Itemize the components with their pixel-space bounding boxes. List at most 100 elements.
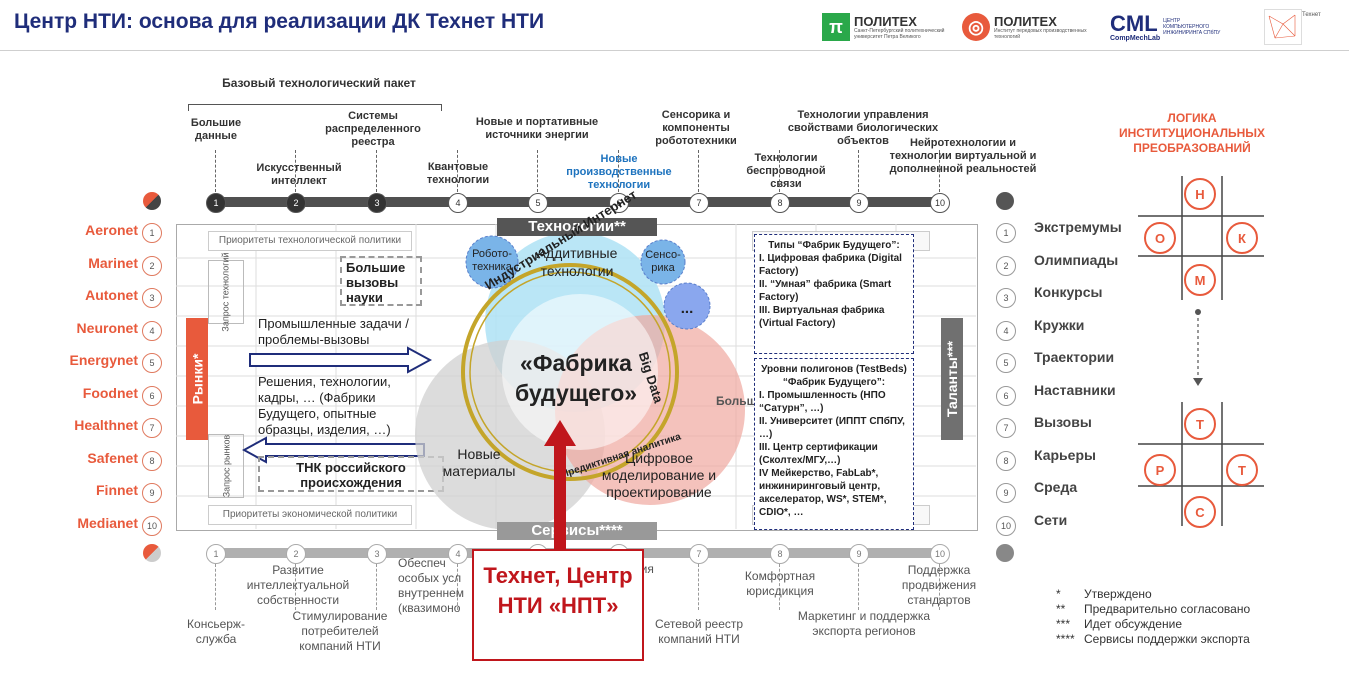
- polytech-logo: π ПОЛИТЕХ Санкт-Петербургский политехнич…: [822, 9, 954, 45]
- tech-node-connector: [376, 150, 377, 192]
- tech-label-5: Новые и портативные источники энергии: [475, 116, 599, 141]
- market-item: Autonet: [85, 287, 138, 303]
- right-arrow-icon: [249, 346, 432, 374]
- tech-request-box: Запрос технологий: [208, 252, 244, 332]
- testbed-item: I. Промышленность (НПО “Сатурн”, …): [759, 390, 886, 414]
- factory-types-title: Типы “Фабрик Будущего”:: [768, 240, 900, 251]
- testbeds-title: Уровни полигонов (TestBeds) “Фабрик Буду…: [761, 364, 907, 388]
- market-number: 6: [142, 385, 162, 406]
- robotics-label: Робото-техника: [472, 248, 512, 273]
- talent-number: 2: [996, 255, 1016, 276]
- technet-center-box: Технет, Центр НТИ «НПТ»: [472, 549, 644, 661]
- factory-type-item: III. Виртуальная фабрика (Virtual Factor…: [759, 305, 885, 329]
- ippt-logo-sub: Институт передовых производственных техн…: [994, 27, 1087, 40]
- legend-mark: *: [1056, 587, 1061, 601]
- talent-number: 8: [996, 450, 1016, 471]
- market-item: Neuronet: [76, 319, 138, 336]
- market-number: 7: [142, 418, 162, 438]
- service-label-7a: Сетевой реестр компаний НТИ: [654, 617, 744, 646]
- service-node-connector: [376, 564, 377, 610]
- tech-node-10: 10: [930, 193, 950, 213]
- ippt-emblem-icon: ◎: [962, 13, 990, 41]
- service-node-10: 10: [930, 544, 950, 564]
- service-node-9: 9: [849, 544, 869, 564]
- tech-node-connector: [457, 150, 458, 192]
- service-label-9: Маркетинг и поддержка экспорта регионов: [797, 609, 931, 638]
- factory-type-item: I. Цифровая фабрика (Digital Factory): [759, 253, 902, 277]
- more-tech-circle: [663, 282, 711, 330]
- market-request-label: Запрос рынков: [221, 434, 232, 498]
- market-number: 10: [142, 515, 162, 536]
- tech-node-5: 5: [528, 193, 548, 213]
- cml-logo-sub: ЦЕНТР КОМПЬЮТЕРНОГО ИНЖИНИРИНГА СПбПУ: [1163, 18, 1221, 36]
- logic-item: Карьеры: [1034, 446, 1096, 463]
- cml-logo-tag: CompMechLab: [1110, 34, 1161, 42]
- market-item: Medianet: [77, 514, 138, 531]
- service-node-connector: [858, 564, 859, 610]
- timeline-start-marker: [143, 192, 161, 210]
- service-node-connector: [215, 564, 216, 610]
- header-divider: [0, 50, 1349, 51]
- tech-label-8: Технологии беспроводной связи: [746, 152, 826, 190]
- market-request-box: Запрос рынков: [208, 434, 244, 498]
- factory-type-item: II. “Умная” фабрика (Smart Factory): [759, 279, 892, 303]
- technet-center-label: Технет, Центр НТИ «НПТ»: [483, 563, 633, 618]
- tech-node-connector: [295, 150, 296, 192]
- service-node-7: 7: [689, 544, 709, 564]
- market-item: Healthnet: [74, 417, 138, 433]
- service-label-10: Поддержка продвижения стандартов: [901, 563, 977, 607]
- tech-label-7: Сенсорика и компоненты робототехники: [655, 109, 737, 147]
- tech-node-3: 3: [367, 193, 387, 213]
- market-number: 2: [142, 255, 162, 276]
- big-challenges-box: Большие вызовы науки: [340, 256, 422, 306]
- tech-node-connector: [698, 150, 699, 192]
- letter-m-icon: М: [1184, 264, 1216, 296]
- letter-s-icon: С: [1184, 496, 1216, 528]
- talent-number: 7: [996, 418, 1016, 438]
- tnk-box: ТНК российского происхождения: [258, 456, 444, 492]
- polytech-pi-icon: π: [822, 13, 850, 41]
- tech-label-4: Квантовые технологии: [426, 161, 490, 186]
- service-label-4-text: Обеспеч особых усл внутреннем (квазимоно: [398, 556, 465, 615]
- logic-item: Экстремумы: [1034, 219, 1122, 235]
- industrial-tasks-text: Промышленные задачи / проблемы-вызовы: [258, 316, 409, 347]
- cml-logo: CML CompMechLab ЦЕНТР КОМПЬЮТЕРНОГО ИНЖИ…: [1110, 9, 1223, 45]
- market-item: Foodnet: [82, 384, 138, 401]
- tech-label-9: Технологии управления свойствами биологи…: [787, 109, 939, 147]
- logic-item: Траектории: [1034, 349, 1115, 365]
- tech-node-6: 6: [609, 193, 629, 213]
- service-node-connector: [779, 564, 780, 610]
- service-node-1: 1: [206, 544, 226, 564]
- service-timeline-start-marker: [143, 544, 161, 562]
- market-item: Aeronet: [85, 222, 138, 238]
- logic-item: Среда: [1034, 479, 1078, 495]
- service-label-7b: Комфортная юрисдикция: [744, 569, 816, 598]
- markets-vertical-bar: [186, 318, 208, 440]
- tech-node-connector: [858, 150, 859, 192]
- technologies-banner: Технологии**: [497, 218, 657, 236]
- tech-node-9: 9: [849, 193, 869, 213]
- logic-item: Олимпиады: [1034, 251, 1119, 268]
- talent-number: 10: [996, 515, 1016, 536]
- logic-item: Сети: [1034, 511, 1068, 528]
- market-number: 1: [142, 223, 162, 243]
- legend-text: Предварительно согласовано: [1084, 602, 1251, 616]
- markets-vertical-label: Рынки*: [189, 353, 205, 405]
- talent-number: 4: [996, 320, 1016, 341]
- service-label-2: Развитие интеллектуальной собственности: [246, 563, 350, 607]
- top-cross-grid: [1138, 176, 1264, 300]
- tech-label-2: Искусственный интеллект: [256, 162, 342, 187]
- down-arrow-icon: [1193, 309, 1203, 386]
- solutions-text: Решения, технологии, кадры, … (Фабрики Б…: [258, 374, 391, 437]
- markets-vertical-wrap: Рынки*: [186, 318, 208, 440]
- logic-item: Наставники: [1034, 381, 1116, 398]
- legend-mark: ***: [1056, 617, 1071, 631]
- tech-label-6: Новые производственные технологии: [566, 153, 672, 191]
- service-label-1: Консьерж-служба: [187, 617, 245, 646]
- logic-item: Вызовы: [1034, 414, 1092, 430]
- testbeds-box: Уровни полигонов (TestBeds) “Фабрик Буду…: [754, 358, 914, 530]
- service-timeline-end-marker: [996, 544, 1014, 562]
- logic-item: Конкурсы: [1034, 284, 1103, 300]
- tech-policy-priorities: Приоритеты технологической политики: [208, 231, 412, 251]
- letter-k-icon: К: [1226, 222, 1258, 254]
